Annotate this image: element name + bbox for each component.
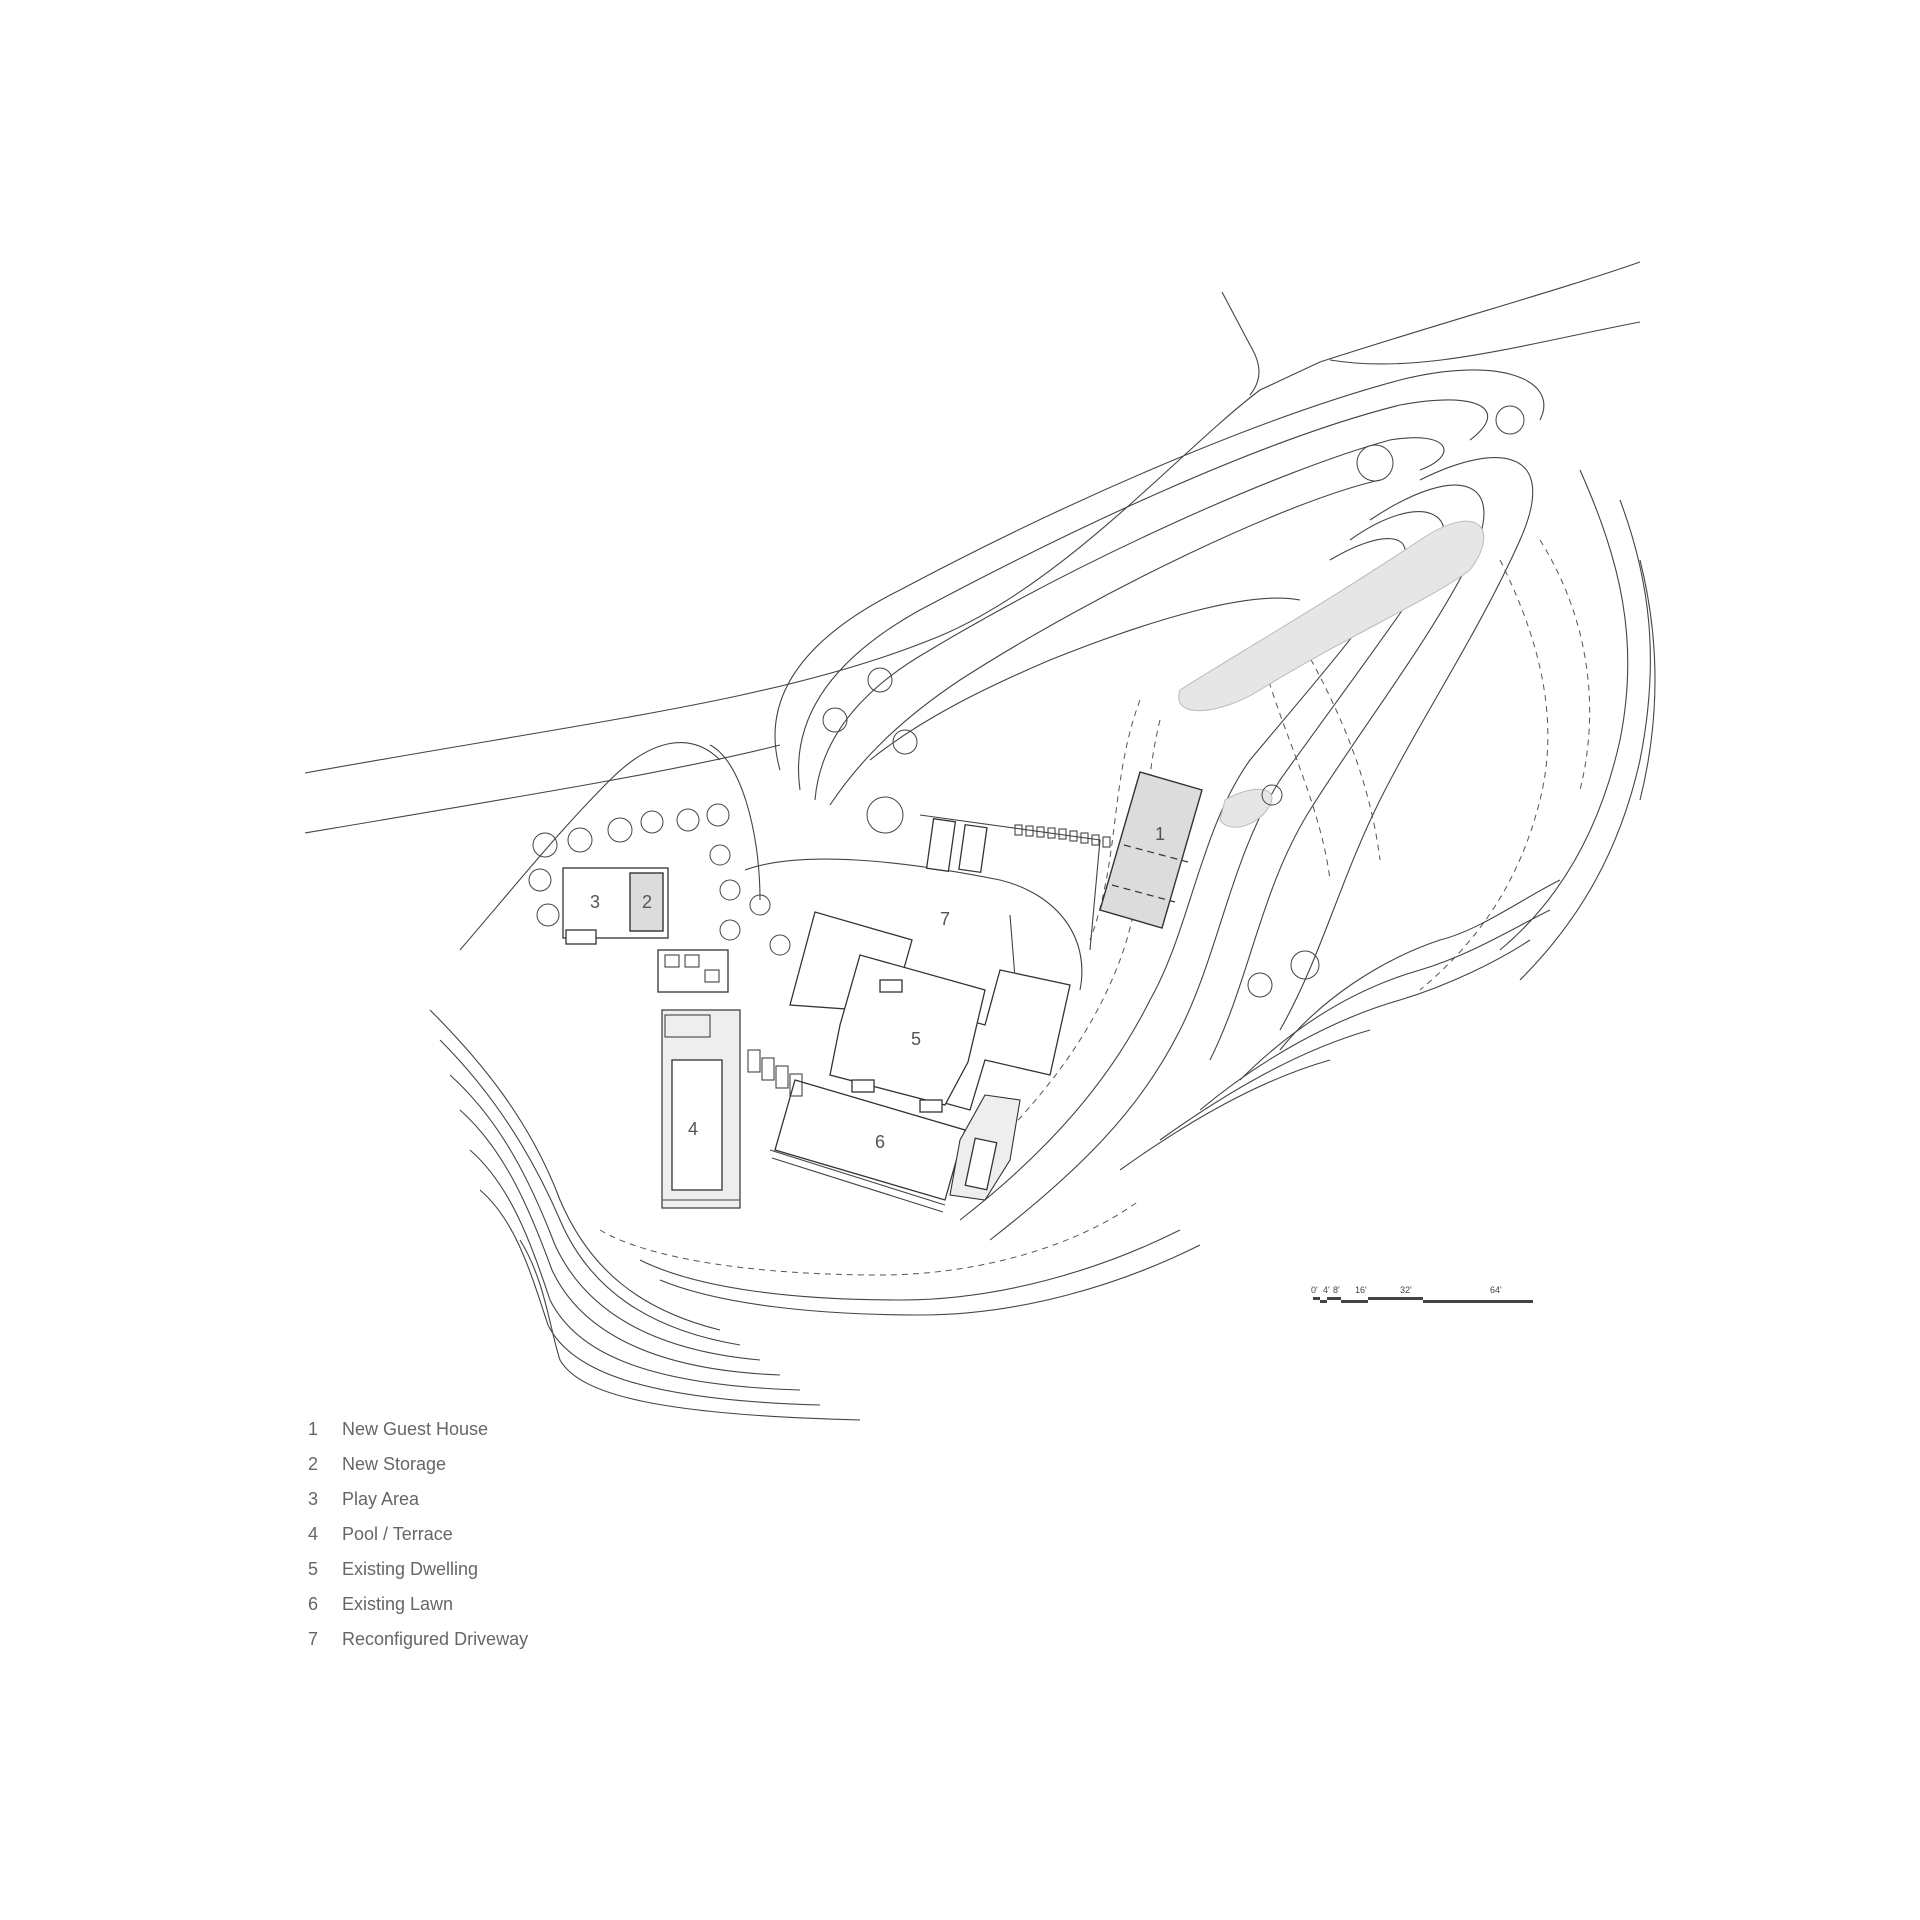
legend-label: Existing Lawn bbox=[342, 1594, 454, 1614]
existing-lawn-6 bbox=[769, 1079, 966, 1213]
existing-dwelling-5 bbox=[789, 911, 1071, 1113]
scale-tick-32: 32' bbox=[1400, 1285, 1412, 1295]
plan-label-3: 3 bbox=[590, 892, 600, 912]
road bbox=[304, 261, 1641, 834]
legend: 1 New Guest House 2 New Storage 3 Play A… bbox=[308, 1412, 528, 1657]
plan-label-7: 7 bbox=[940, 909, 950, 929]
new-storage-2 bbox=[629, 872, 664, 932]
legend-number: 1 bbox=[308, 1419, 319, 1439]
plan-labels: 1 2 3 4 5 6 7 bbox=[590, 824, 1165, 1152]
scale-tick-64: 64' bbox=[1490, 1285, 1502, 1295]
plan-label-2: 2 bbox=[642, 892, 652, 912]
pool-terrace-4 bbox=[657, 949, 803, 1209]
rear-terrace bbox=[949, 1094, 1021, 1201]
legend-item: 7 Reconfigured Driveway bbox=[308, 1622, 528, 1657]
plan-label-1: 1 bbox=[1155, 824, 1165, 844]
plan-label-4: 4 bbox=[688, 1119, 698, 1139]
shaded-grade-bands bbox=[1178, 520, 1485, 828]
legend-label: New Storage bbox=[342, 1454, 447, 1474]
legend-item: 1 New Guest House bbox=[308, 1412, 528, 1447]
scale-tick-0: 0' bbox=[1311, 1285, 1318, 1295]
walkway-pavers bbox=[1014, 824, 1111, 848]
scale-tick-4: 4' bbox=[1323, 1285, 1330, 1295]
steps bbox=[747, 1049, 803, 1097]
legend-number: 4 bbox=[308, 1524, 319, 1544]
trees bbox=[528, 405, 1525, 998]
plan-label-5: 5 bbox=[911, 1029, 921, 1049]
legend-item: 4 Pool / Terrace bbox=[308, 1517, 528, 1552]
legend-label: Existing Dwelling bbox=[342, 1559, 479, 1579]
scale-tick-8: 8' bbox=[1333, 1285, 1340, 1295]
legend-number: 7 bbox=[308, 1629, 319, 1649]
legend-number: 5 bbox=[308, 1559, 319, 1579]
legend-label: Play Area bbox=[342, 1489, 420, 1509]
legend-number: 2 bbox=[308, 1454, 319, 1474]
legend-item: 3 Play Area bbox=[308, 1482, 528, 1517]
legend-number: 6 bbox=[308, 1594, 319, 1614]
legend-label: Reconfigured Driveway bbox=[342, 1629, 529, 1649]
scale-bar: 0' 4' 8' 16' 32' 64' bbox=[1311, 1285, 1533, 1303]
driveway-7 bbox=[744, 814, 1111, 1041]
legend-item: 2 New Storage bbox=[308, 1447, 528, 1482]
scale-tick-16: 16' bbox=[1355, 1285, 1367, 1295]
legend-number: 3 bbox=[308, 1489, 319, 1509]
plan-label-6: 6 bbox=[875, 1132, 885, 1152]
legend-item: 5 Existing Dwelling bbox=[308, 1552, 528, 1587]
new-guest-house-1 bbox=[1099, 771, 1203, 929]
legend-label: Pool / Terrace bbox=[342, 1524, 453, 1544]
legend-item: 6 Existing Lawn bbox=[308, 1587, 528, 1622]
legend-label: New Guest House bbox=[342, 1419, 489, 1439]
